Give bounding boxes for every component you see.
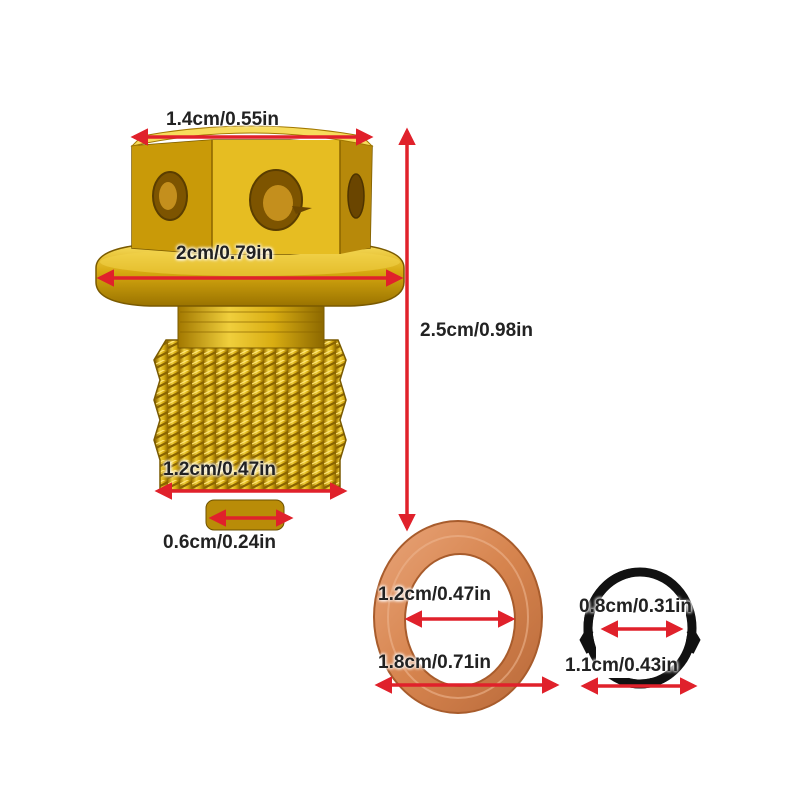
washer-outer-label: 1.8cm/0.71in xyxy=(378,652,492,673)
drain-bolt xyxy=(95,125,405,531)
washer-inner-label: 1.2cm/0.47in xyxy=(378,584,492,605)
bolt-hex-head xyxy=(130,125,374,255)
hex-width-label: 1.4cm/0.55in xyxy=(166,109,280,130)
total-length-label: 2.5cm/0.98in xyxy=(420,320,534,341)
o-ring-inner-label: 0.8cm/0.31in xyxy=(579,596,693,617)
magnet-tip xyxy=(205,499,285,531)
o-ring-outer-label: 1.1cm/0.43in xyxy=(565,655,679,676)
flange-width-label: 2cm/0.79in xyxy=(176,243,274,264)
hex-hole-right xyxy=(347,173,365,219)
magnet-diameter-label: 0.6cm/0.24in xyxy=(163,532,277,553)
bolt-neck xyxy=(177,301,325,349)
thread-diameter-label: 1.2cm/0.47in xyxy=(163,459,277,480)
